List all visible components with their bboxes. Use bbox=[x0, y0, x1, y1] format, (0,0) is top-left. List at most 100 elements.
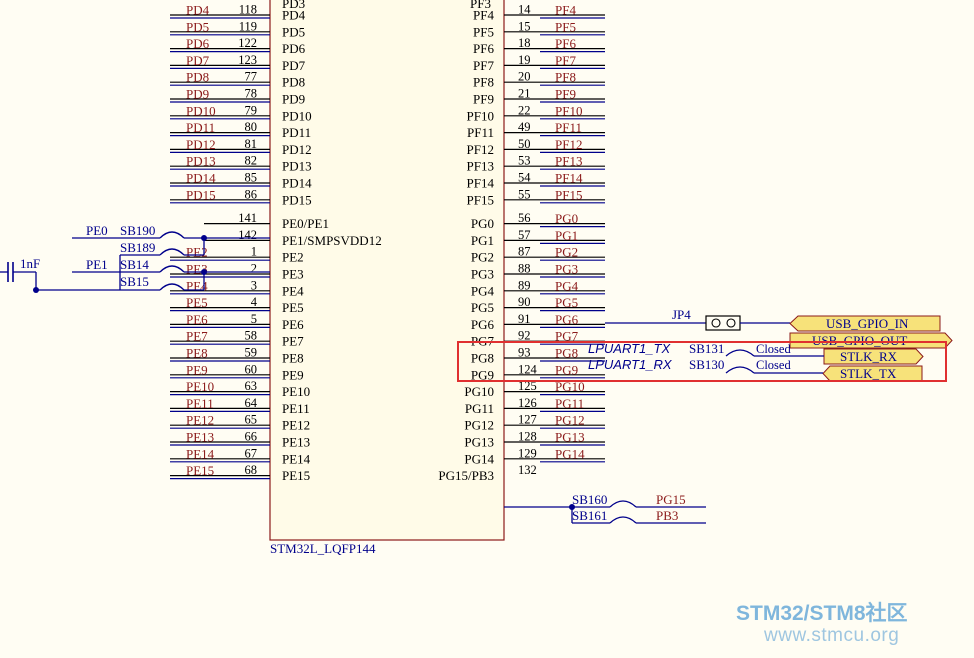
right-pin-number: 93 bbox=[518, 346, 531, 360]
right-net-label: PG2 bbox=[555, 245, 578, 260]
right-pin-name: PF7 bbox=[473, 58, 494, 73]
cap-1nf-label: 1nF bbox=[20, 256, 40, 271]
net-pe0: PE0 bbox=[86, 223, 108, 238]
jp4-block: JP4 bbox=[605, 307, 790, 331]
right-pin-number: 14 bbox=[518, 3, 531, 17]
right-pin-name: PF11 bbox=[467, 125, 494, 140]
left-pin-name: PD5 bbox=[282, 24, 305, 39]
right-net-label: PF5 bbox=[555, 19, 576, 34]
left-net-label: PE5 bbox=[186, 295, 208, 310]
left-pin-name: PE2 bbox=[282, 250, 304, 265]
right-pin-name: PF9 bbox=[473, 92, 494, 107]
left-pin-number: 79 bbox=[245, 103, 258, 117]
left-pin-number: 86 bbox=[245, 187, 258, 201]
right-pin-number: 92 bbox=[518, 329, 531, 343]
left-net-label: PE8 bbox=[186, 346, 208, 361]
left-pin-number: 122 bbox=[238, 36, 257, 50]
left-pin-name: PE7 bbox=[282, 334, 304, 349]
chip-part-name: STM32L_LQFP144 bbox=[270, 541, 376, 556]
left-net-label: PE9 bbox=[186, 362, 208, 377]
left-net-label: PE13 bbox=[186, 430, 214, 445]
left-pin-number: 1 bbox=[251, 245, 257, 259]
right-net-label: PG5 bbox=[555, 295, 578, 310]
right-pin-number: 87 bbox=[518, 245, 531, 259]
right-net-label: PG0 bbox=[555, 211, 578, 226]
right-pin-number: 15 bbox=[518, 19, 531, 33]
sb189-label: SB189 bbox=[120, 240, 155, 255]
left-pin-number: 4 bbox=[251, 295, 258, 309]
sb131-closed: Closed bbox=[756, 342, 791, 356]
right-net-label: PF10 bbox=[555, 103, 582, 118]
sb14-label: SB14 bbox=[120, 257, 149, 272]
port-usb-gpio-out: USB_GPIO_OUT bbox=[789, 332, 953, 349]
left-pin-number: 58 bbox=[245, 329, 258, 343]
left-pin-name: PE12 bbox=[282, 418, 310, 433]
pe-jumper-block: PE0 SB190 SB189 PE1 SB14 SB15 1nF bbox=[0, 223, 270, 293]
port-stlk-tx: STLK_TX bbox=[822, 365, 923, 382]
port-usb-gpio-in: USB_GPIO_IN bbox=[789, 315, 941, 332]
left-pin-number: 68 bbox=[245, 463, 258, 477]
left-net-label: PE10 bbox=[186, 379, 214, 394]
right-pin-name: PG9 bbox=[471, 367, 494, 382]
right-pin-number: 56 bbox=[518, 211, 531, 225]
right-pin-number: 90 bbox=[518, 295, 531, 309]
right-net-label: PF7 bbox=[555, 53, 576, 68]
left-pin-name: PE1/SMPSVDD12 bbox=[282, 233, 382, 248]
jp4-label: JP4 bbox=[672, 307, 691, 322]
sb190-label: SB190 bbox=[120, 223, 155, 238]
right-pin-name: PG13 bbox=[464, 435, 494, 450]
left-pin-name: PD4 bbox=[282, 8, 306, 23]
sb160-label: SB160 bbox=[572, 492, 607, 507]
sb15-label: SB15 bbox=[120, 274, 149, 289]
right-pin-number: 128 bbox=[518, 430, 537, 444]
right-pin-number: 125 bbox=[518, 379, 537, 393]
left-pin-name: PE0/PE1 bbox=[282, 216, 329, 231]
right-pin-number: 53 bbox=[518, 154, 531, 168]
right-net-label: PF8 bbox=[555, 70, 576, 85]
svg-text:USB_GPIO_IN: USB_GPIO_IN bbox=[826, 316, 909, 331]
right-net-label: PG1 bbox=[555, 228, 578, 243]
right-net-label: PF6 bbox=[555, 36, 576, 51]
right-pin-name: PF12 bbox=[467, 142, 494, 157]
left-pin-number: 141 bbox=[238, 211, 257, 225]
right-pin-number: 91 bbox=[518, 312, 531, 326]
left-pin-number: 3 bbox=[251, 278, 257, 292]
right-net-label: PF14 bbox=[555, 171, 583, 186]
right-pin-name: PG8 bbox=[471, 351, 494, 366]
left-pin-name: PE6 bbox=[282, 317, 304, 332]
right-pin-name: PG4 bbox=[471, 283, 495, 298]
left-pin-number: 67 bbox=[245, 446, 258, 460]
top-right-partial-pin: PF3 bbox=[470, 0, 491, 11]
right-pin-number: 20 bbox=[518, 70, 531, 84]
left-pin-name: PE13 bbox=[282, 435, 310, 450]
net-pb3: PB3 bbox=[656, 508, 678, 523]
sb131-label: SB131 bbox=[689, 341, 724, 356]
right-pin-number: 126 bbox=[518, 396, 537, 410]
left-pin-number: 85 bbox=[245, 171, 258, 185]
right-net-label: PG4 bbox=[555, 278, 579, 293]
left-net-label: PE14 bbox=[186, 446, 215, 461]
right-net-label: PF12 bbox=[555, 137, 582, 152]
left-pin-number: 59 bbox=[245, 346, 258, 360]
right-net-label: PG6 bbox=[555, 312, 579, 327]
left-net-label: PD4 bbox=[186, 3, 210, 18]
right-pin-number: 88 bbox=[518, 262, 531, 276]
left-net-label: PE4 bbox=[186, 278, 208, 293]
left-net-label: PD12 bbox=[186, 137, 216, 152]
right-pin-name: PG1 bbox=[471, 233, 494, 248]
left-net-label: PD5 bbox=[186, 19, 209, 34]
sb130-closed: Closed bbox=[756, 358, 791, 372]
right-pin-number: 57 bbox=[518, 228, 531, 242]
left-pin-name: PD13 bbox=[282, 159, 312, 174]
right-net-label: PG13 bbox=[555, 430, 585, 445]
pg15-jumper-block: SB160 PG15 SB161 PB3 bbox=[504, 492, 706, 524]
left-pin-number: 119 bbox=[239, 19, 257, 33]
right-pin-number: 55 bbox=[518, 187, 531, 201]
right-pin-name: PF15 bbox=[467, 192, 494, 207]
right-pin-name: PG14 bbox=[464, 451, 494, 466]
left-pin-number: 77 bbox=[245, 70, 258, 84]
right-pin-number: 18 bbox=[518, 36, 531, 50]
left-net-label: PE2 bbox=[186, 245, 208, 260]
left-pin-number: 5 bbox=[251, 312, 257, 326]
